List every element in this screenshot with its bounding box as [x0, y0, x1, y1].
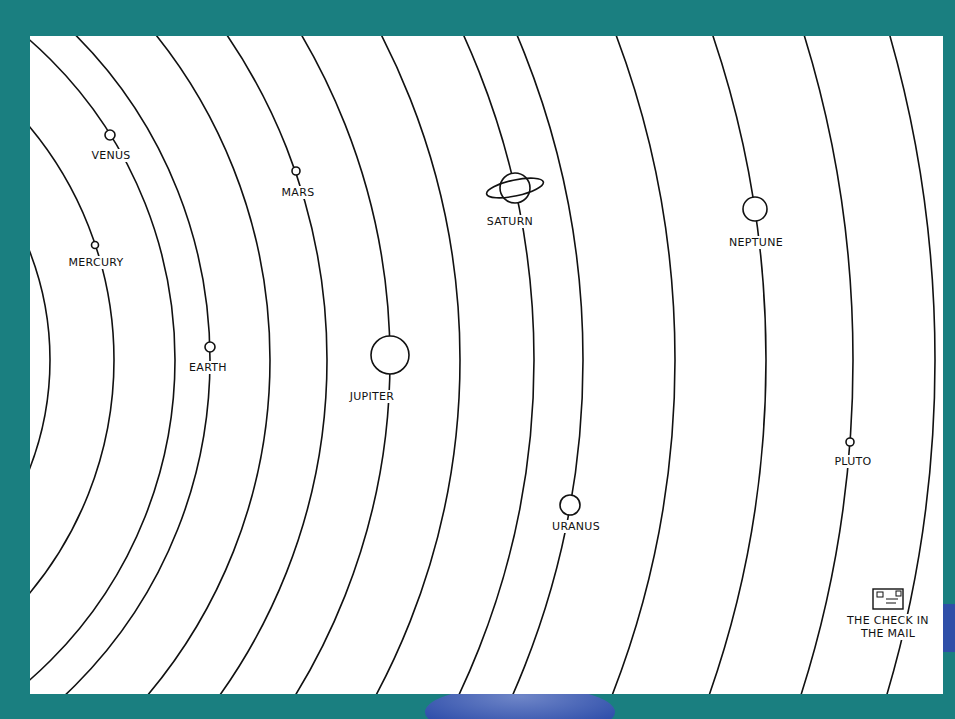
- planet-label: NEPTUNE: [727, 236, 785, 249]
- orbit-line: [30, 36, 460, 694]
- orbit-line: [30, 36, 675, 694]
- orbit-line: [30, 36, 853, 694]
- orbit-line: [30, 36, 175, 694]
- planets: [92, 130, 855, 515]
- planet-label: JUPITER: [348, 390, 397, 403]
- planet-label: SATURN: [485, 215, 535, 228]
- envelope-icon: [873, 589, 903, 609]
- planet-label: PLUTO: [832, 455, 873, 468]
- saturn-planet: [500, 173, 530, 203]
- planet-label: MARS: [280, 186, 317, 199]
- orbit-line: [30, 36, 327, 694]
- mercury-planet: [92, 242, 99, 249]
- orbit-line: [30, 36, 935, 694]
- mars-planet: [292, 167, 300, 175]
- neptune-planet: [743, 197, 767, 221]
- orbit-lines: [30, 36, 935, 694]
- planet-label: MERCURY: [66, 256, 125, 269]
- envelope-caption: THE CHECK IN THE MAIL: [844, 614, 932, 640]
- orbit-line: [30, 36, 390, 694]
- orbit-line: [30, 36, 114, 694]
- planet-label: URANUS: [550, 520, 602, 533]
- paper-ground: [30, 36, 943, 694]
- saturn-ring: [485, 174, 545, 202]
- jupiter-planet: [371, 336, 409, 374]
- pluto-planet: [846, 438, 854, 446]
- planet-label: EARTH: [187, 361, 229, 374]
- orbit-line: [30, 36, 270, 694]
- orbit-line: [30, 36, 534, 694]
- planet-label: VENUS: [89, 149, 132, 162]
- venus-planet: [105, 130, 115, 140]
- orbit-line: [30, 36, 583, 694]
- uranus-planet: [560, 495, 580, 515]
- orbit-line: [30, 36, 210, 694]
- earth-planet: [205, 342, 215, 352]
- orbit-line: [30, 36, 766, 694]
